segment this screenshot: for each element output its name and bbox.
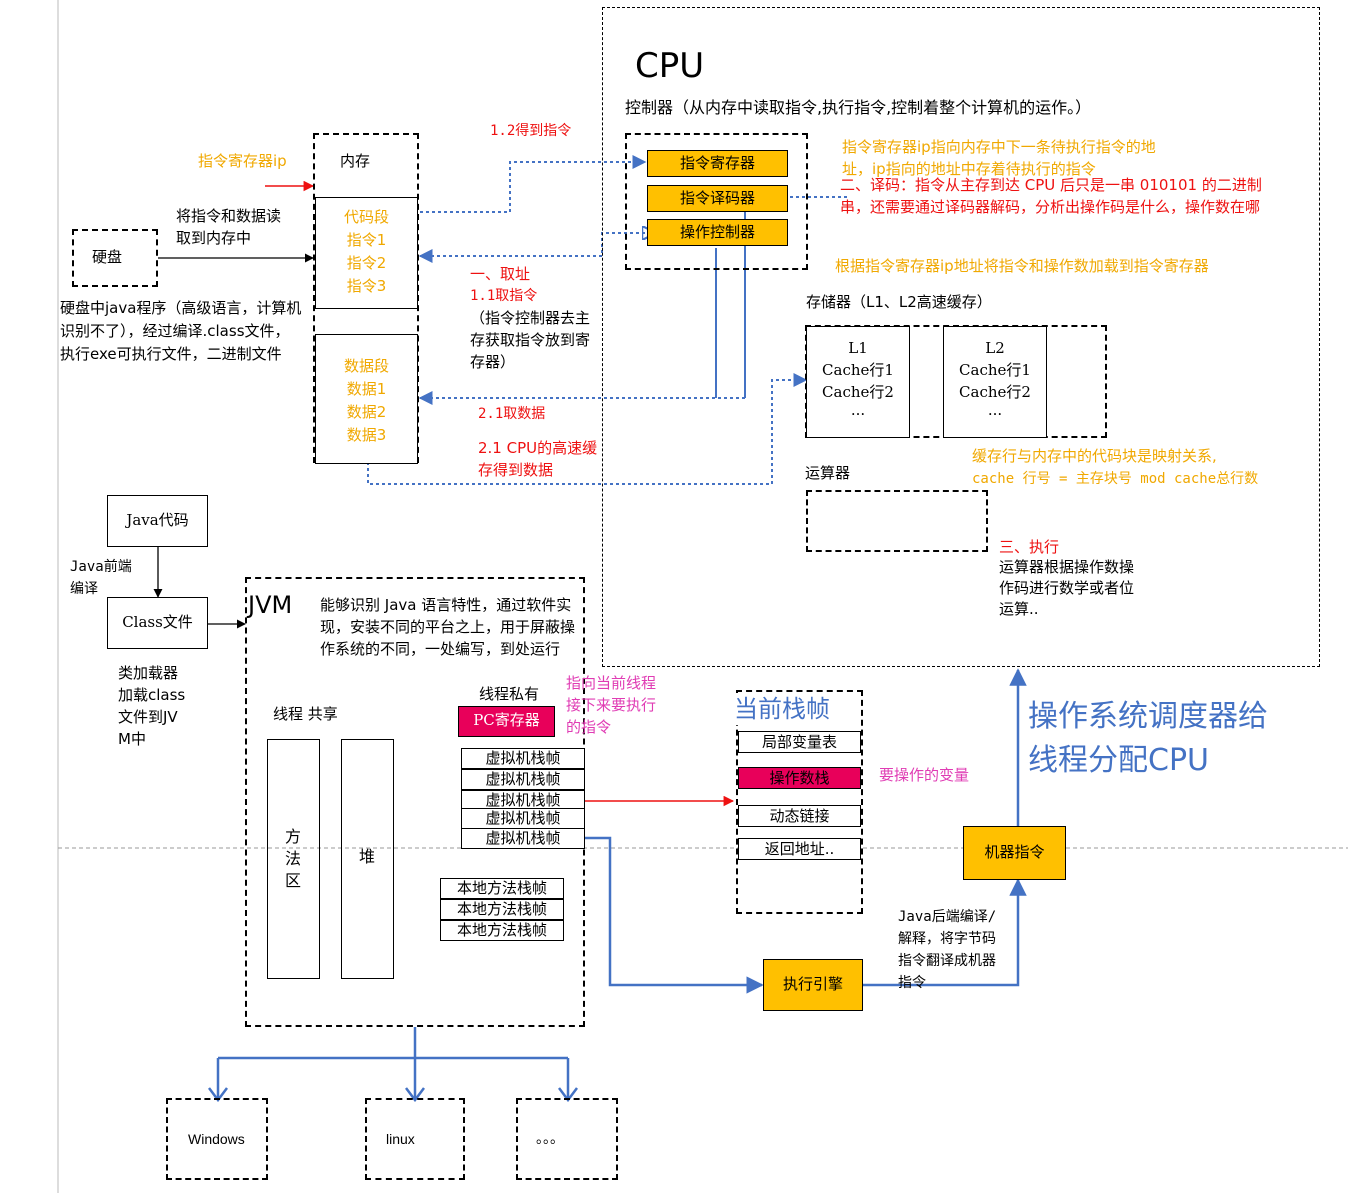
step-fetch-sub: 1.1取指令 — [470, 288, 538, 304]
load-label: 将指令和数据读取到内存中 — [176, 207, 282, 247]
step-fetch-data: 2.1取数据 — [478, 406, 546, 422]
load-note: 根据指令寄存器ip地址将指令和操作数加载到指令寄存器 — [835, 257, 1209, 275]
alu-box — [806, 490, 988, 552]
disk-note: 硬盘中java程序（高级语言，计算机识别不了），经过编译.class文件，执行e… — [60, 299, 302, 363]
return-address: 返回地址.. — [738, 838, 861, 860]
platform-linux-label: linux — [386, 1131, 415, 1147]
current-frame-box — [736, 690, 863, 914]
vm-stack-frame: 虚拟机栈帧 — [461, 828, 585, 849]
loader-note: 类加载器加载class文件到JVM中 — [118, 664, 186, 748]
step-cache-hit: 2.1 CPU的高速缓存得到数据 — [478, 439, 598, 479]
class-file-box: Class文件 — [107, 597, 208, 649]
vm-stack-frame: 虚拟机栈帧 — [461, 748, 585, 769]
platform-others-label: 。。。 — [536, 1131, 564, 1147]
step-fetch-title: 一、取址 — [470, 265, 531, 283]
pc-note: 指向当前线程接下来要执行的指令 — [566, 674, 657, 736]
scheduler-label: 操作系统调度器给线程分配CPU — [1028, 699, 1268, 778]
method-area-label: 方法区 — [284, 827, 301, 890]
vm-stack-frame: 虚拟机栈帧 — [461, 769, 585, 790]
execution-engine: 执行引擎 — [763, 959, 863, 1011]
jvm-title: JVM — [248, 591, 293, 619]
operation-controller: 操作控制器 — [647, 219, 788, 246]
operand-stack: 操作数栈 — [738, 767, 861, 789]
ip-label: 指令寄存器ip — [198, 152, 287, 170]
dynamic-linking: 动态链接 — [738, 805, 861, 827]
cpu-title: CPU — [635, 46, 705, 86]
platform-linux — [365, 1098, 465, 1180]
ip-note: 指令寄存器ip指向内存中下一条待执行指令的地址，ip指向的地址中存着待执行的指令 — [842, 138, 1156, 178]
backend-note: Java后端编译/解释，将字节码指令翻译成机器指令 — [898, 909, 997, 991]
controller-box — [625, 133, 808, 270]
controller-label: 控制器（从内存中读取指令,执行指令,控制着整个计算机的运作。） — [625, 98, 1092, 117]
disk-label: 硬盘 — [92, 248, 123, 266]
step-get-instruction: 1.2得到指令 — [490, 123, 572, 139]
disk-box — [72, 229, 158, 287]
engine-to-machine-arrow — [863, 878, 1027, 987]
operand-note: 要操作的变量 — [879, 766, 970, 784]
exec-desc: 运算器根据操作数操作码进行数学或者位运算.. — [999, 558, 1135, 618]
platform-others — [516, 1098, 618, 1180]
frontend-label: Java前端编译 — [70, 559, 132, 597]
platform-windows — [166, 1098, 268, 1180]
cpu-container — [602, 7, 1320, 667]
jvm-to-platforms-lines — [216, 1027, 570, 1098]
platform-windows-label: Windows — [188, 1131, 245, 1147]
heap-label: 堆 — [359, 847, 376, 866]
stack-to-engine-arrow — [585, 836, 764, 994]
memory-title: 内存 — [340, 152, 371, 170]
storage-label: 存储器（L1、L2高速缓存） — [806, 293, 992, 311]
native-stack-frame: 本地方法栈帧 — [440, 920, 564, 941]
local-variable-table: 局部变量表 — [738, 731, 861, 753]
step-fetch-desc: （指令控制器去主存获取指令放到寄存器） — [470, 309, 591, 371]
private-label: 线程私有 — [479, 685, 540, 703]
instruction-decoder: 指令译码器 — [647, 185, 788, 212]
cache-note-2: cache 行号 = 主存块号 mod cache总行数 — [972, 471, 1259, 487]
exec-title: 三、执行 — [999, 538, 1060, 556]
jvm-desc: 能够识别 Java 语言特性，通过软件实现，安装不同的平台之上，用于屏蔽操作系统… — [320, 596, 576, 658]
instruction-register: 指令寄存器 — [647, 150, 788, 177]
native-stack-frame: 本地方法栈帧 — [440, 899, 564, 920]
heap — [341, 739, 394, 979]
vm-stack-frame: 虚拟机栈帧 — [461, 790, 585, 811]
cache-data-arrow — [367, 373, 808, 485]
method-area — [267, 739, 320, 979]
vm-stack-frame: 虚拟机栈帧 — [461, 808, 585, 829]
pc-register: PC寄存器 — [458, 706, 555, 737]
native-stack-frame: 本地方法栈帧 — [440, 878, 564, 899]
java-code-box: Java代码 — [107, 495, 208, 547]
cache-note-1: 缓存行与内存中的代码块是映射关系, — [972, 447, 1217, 465]
get-instruction-arrow — [420, 155, 647, 213]
shared-label: 线程 共享 — [273, 705, 338, 723]
current-frame-title: 当前栈帧 — [734, 693, 830, 725]
machine-code: 机器指令 — [963, 826, 1066, 880]
alu-label: 运算器 — [805, 464, 851, 482]
decode-note: 二、译码：指令从主存到达 CPU 后只是一串 010101 的二进制串，还需要通… — [840, 176, 1262, 216]
